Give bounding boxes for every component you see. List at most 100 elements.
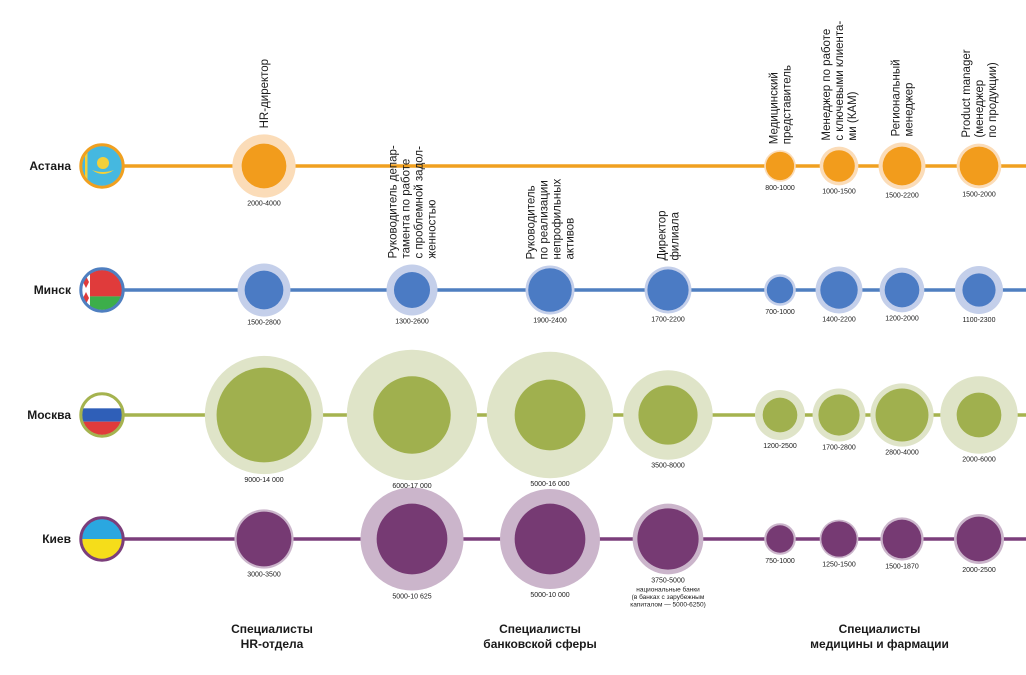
salary-bubble bbox=[764, 274, 796, 306]
salary-bubble bbox=[623, 370, 713, 460]
salary-label: 1100-2300 bbox=[963, 317, 996, 324]
bubble-min bbox=[766, 525, 794, 553]
bubble-min bbox=[884, 272, 920, 308]
bubble-min bbox=[959, 146, 999, 186]
city-label: Минск bbox=[34, 283, 72, 297]
bubble-min bbox=[647, 269, 689, 311]
salary-label: 1500-1870 bbox=[885, 564, 919, 571]
role-label: Руководительпо реализациинепрофильныхакт… bbox=[526, 179, 577, 260]
role-label: Руководитель депар-тамента по работес пр… bbox=[388, 145, 439, 258]
salary-bubble bbox=[764, 150, 796, 182]
role-label: HR-директор bbox=[259, 59, 271, 128]
salary-label: 5000-10 000 bbox=[530, 592, 569, 599]
salary-label: 1500-2800 bbox=[247, 319, 281, 326]
salary-bubble bbox=[878, 142, 926, 190]
bubble-min bbox=[373, 376, 451, 454]
ukraine-flag-icon bbox=[79, 516, 125, 562]
bubble-min bbox=[882, 519, 922, 559]
salary-bubble bbox=[346, 349, 478, 481]
salary-label: 5000-16 000 bbox=[530, 481, 569, 488]
salary-label: 1300-2600 bbox=[395, 318, 429, 325]
role-label: Product manager(менеджерпо продукции) bbox=[961, 49, 999, 137]
salary-bubble bbox=[955, 266, 1003, 314]
bubble-min bbox=[762, 397, 798, 433]
salary-bubble bbox=[815, 266, 863, 314]
salary-label: 1250-1500 bbox=[822, 561, 856, 568]
bubble-min bbox=[236, 511, 292, 567]
kazakhstan-flag-icon bbox=[79, 143, 125, 189]
salary-bubble bbox=[204, 355, 324, 475]
belarus-flag-icon bbox=[79, 267, 125, 313]
bubble-min bbox=[765, 151, 795, 181]
salary-bubble bbox=[234, 509, 294, 569]
bubble-min bbox=[956, 392, 1002, 438]
russia-flag-icon bbox=[79, 392, 125, 438]
salary-bubble bbox=[525, 265, 575, 315]
salary-label: 2000-4000 bbox=[247, 201, 281, 208]
chart-labels: Астана2000-4000800-10001000-15001500-220… bbox=[27, 21, 999, 651]
salary-label: 3000-3500 bbox=[247, 572, 281, 579]
bubble-min bbox=[638, 385, 698, 445]
salary-bubble bbox=[632, 503, 704, 575]
salary-label: 1000-1500 bbox=[822, 188, 856, 195]
bubble-min bbox=[820, 271, 858, 309]
bubble-min bbox=[514, 379, 586, 451]
salary-label: 1200-2000 bbox=[885, 315, 919, 322]
bubble-min bbox=[528, 268, 572, 312]
salary-label: 2800-4000 bbox=[885, 450, 919, 457]
salary-label: 5000-10 625 bbox=[392, 594, 431, 601]
role-label: Медицинскийпредставитель bbox=[769, 65, 794, 144]
bubble-min bbox=[637, 508, 699, 570]
bubble-min bbox=[818, 394, 860, 436]
salary-bubble bbox=[764, 523, 796, 555]
salary-label: 1500-2200 bbox=[885, 192, 919, 199]
salary-label: 1400-2200 bbox=[822, 316, 856, 323]
bubble-min bbox=[376, 503, 448, 575]
bubble-min bbox=[962, 273, 996, 307]
salary-bubble bbox=[500, 489, 600, 589]
salary-bubble bbox=[232, 134, 296, 198]
bubble-min bbox=[216, 367, 312, 463]
salary-bubble bbox=[755, 390, 805, 440]
bubble-min bbox=[882, 146, 922, 186]
salary-bubble bbox=[812, 388, 866, 442]
salary-note: национальные банки(в банках с зарубежным… bbox=[630, 585, 706, 608]
salary-label: 6000-17 000 bbox=[392, 483, 431, 490]
salary-bubble bbox=[870, 383, 934, 447]
salary-bubble bbox=[386, 264, 438, 316]
city-flags bbox=[79, 143, 125, 562]
bubble-min bbox=[956, 516, 1002, 562]
salary-bubble bbox=[486, 351, 614, 479]
salary-label: 9000-14 000 bbox=[244, 477, 283, 484]
bubble-min bbox=[875, 388, 929, 442]
salary-bubble bbox=[819, 519, 859, 559]
salary-label: 1700-2200 bbox=[651, 316, 685, 323]
salary-label: 1200-2500 bbox=[763, 443, 797, 450]
salary-bubble bbox=[954, 514, 1004, 564]
bubble-min bbox=[821, 521, 857, 557]
salary-label: 750-1000 bbox=[765, 558, 795, 565]
salary-label: 1500-2000 bbox=[962, 191, 996, 198]
bubble-min bbox=[244, 270, 284, 310]
salary-label: 2000-6000 bbox=[962, 457, 996, 464]
salary-label: 3750-5000 bbox=[651, 577, 685, 584]
city-label: Киев bbox=[42, 532, 71, 546]
bubble-min bbox=[514, 503, 586, 575]
salary-label: 1900-2400 bbox=[533, 317, 567, 324]
salary-bubble bbox=[237, 263, 291, 317]
bubble-min bbox=[766, 276, 794, 304]
salary-label: 800-1000 bbox=[765, 185, 795, 192]
salary-bubble bbox=[879, 267, 925, 313]
bubble-min bbox=[393, 271, 431, 309]
salary-bubble bbox=[360, 487, 464, 591]
role-label: Директорфилиала bbox=[657, 210, 682, 260]
salary-label: 1700-2800 bbox=[822, 444, 856, 451]
salary-label: 3500-8000 bbox=[651, 463, 685, 470]
bubble-min bbox=[823, 150, 855, 182]
salary-bubble bbox=[940, 376, 1018, 454]
salary-label: 2000-2500 bbox=[962, 567, 996, 574]
